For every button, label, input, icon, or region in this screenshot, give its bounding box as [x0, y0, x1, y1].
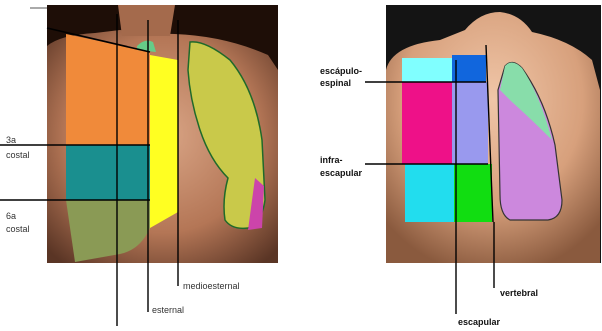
zone-superior: [66, 34, 150, 145]
label-escapulo-espinal-line1: escápulo-: [320, 66, 362, 76]
posterior-view: escápulo- espinal infra- escapular verte…: [320, 5, 601, 327]
sternal-zone: [150, 55, 178, 228]
zone-top-right: [452, 55, 486, 82]
label-escapular: escapular: [458, 317, 501, 327]
label-3a-costal-line1: 3a: [6, 135, 16, 145]
label-vertebral: vertebral: [500, 288, 538, 298]
zone-mid-left: [402, 82, 452, 164]
zone-low-left: [405, 164, 454, 222]
label-infra-escapular-line2: escapular: [320, 168, 363, 178]
label-esternal: esternal: [152, 305, 184, 315]
label-6a-costal-line2: costal: [6, 224, 30, 234]
zone-low-right: [454, 164, 492, 222]
zone-middle: [66, 145, 150, 200]
anterior-neck: [118, 5, 175, 36]
label-medioesternal: medioesternal: [183, 281, 240, 291]
anterior-view: 3a costal 6a costal medioesternal estern…: [0, 5, 278, 326]
zone-mid-right: [452, 82, 488, 164]
label-3a-costal-line2: costal: [6, 150, 30, 160]
zone-top-left: [402, 58, 452, 82]
label-infra-escapular-line1: infra-: [320, 155, 343, 165]
label-escapulo-espinal-line2: espinal: [320, 78, 351, 88]
label-6a-costal-line1: 6a: [6, 211, 16, 221]
